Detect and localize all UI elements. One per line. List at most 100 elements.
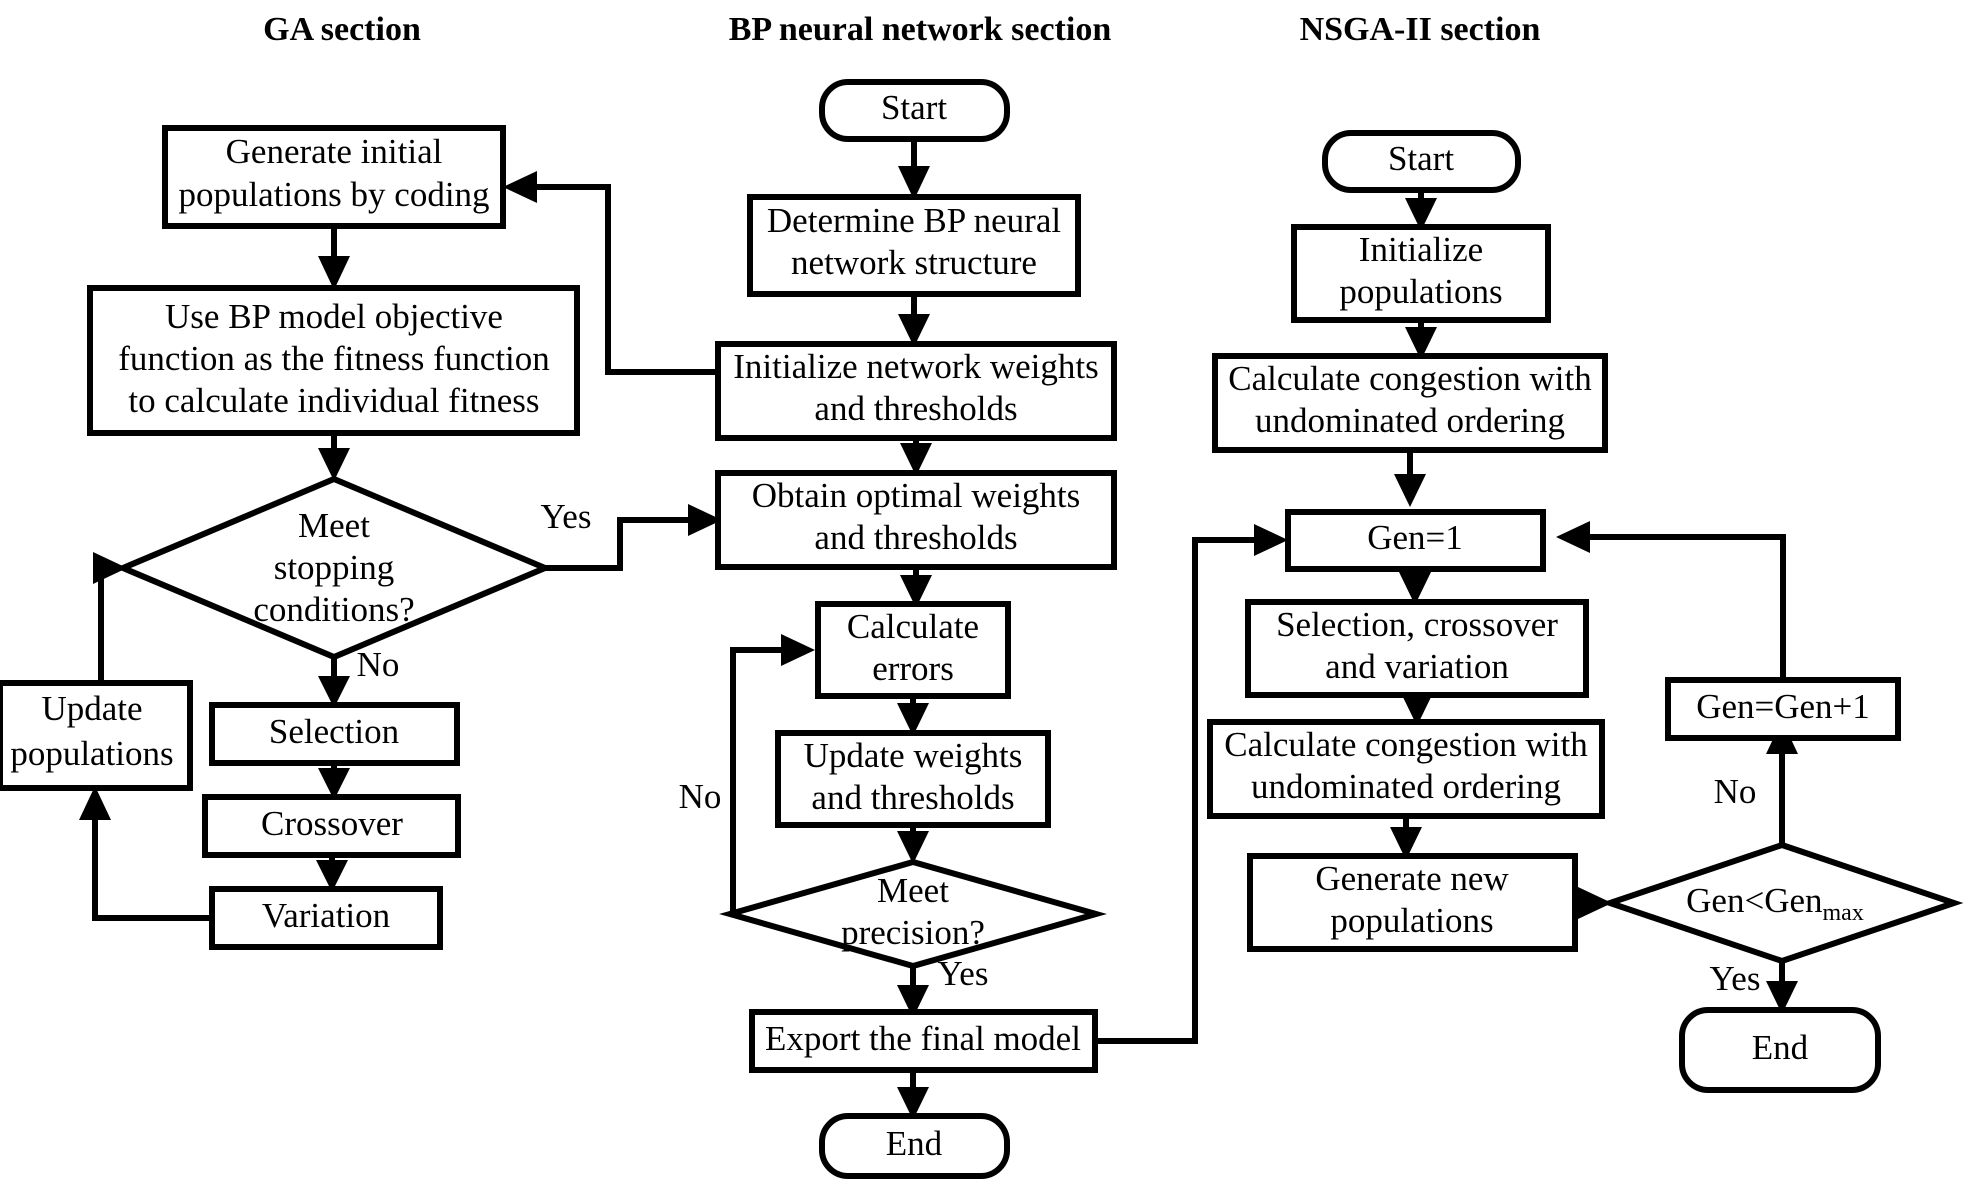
node-ga-meet-line-1: Meet (298, 506, 370, 545)
node-bp-obtain-line-2: and thresholds (814, 518, 1017, 557)
arrowhead-ga-variation-to-update (79, 786, 111, 820)
arrowhead-nsga-gencmp-yes (1766, 981, 1798, 1014)
arrowhead-bp-init-to-obtain (900, 443, 932, 476)
node-ga-meet-line-3: conditions? (253, 590, 414, 629)
node-bp-init-line-1: Initialize network weights (733, 347, 1098, 386)
edge-bp-precision-no-to-calc (730, 647, 793, 917)
node-bp-end[interactable] (819, 1113, 1010, 1179)
node-nsga-congestion2-line-1: Calculate congestion with (1224, 725, 1588, 764)
node-bp-update-weights[interactable] (775, 730, 1051, 828)
node-ga-selection-label: Selection (269, 712, 399, 751)
node-nsga-init-line-2: populations (1339, 272, 1502, 311)
arrowhead-bp-init-to-ga-generate (503, 171, 537, 203)
node-bp-update-line-2: and thresholds (811, 778, 1014, 817)
node-bp-export-final-model[interactable] (749, 1009, 1098, 1073)
node-nsga-congestion1-line-1: Calculate congestion with (1228, 359, 1592, 398)
node-nsga-gencmp-label: Gen<Genmax (1686, 881, 1864, 925)
arrowhead-ga-meet-no (318, 676, 350, 708)
node-nsga-newpop-line-1: Generate new (1315, 859, 1509, 898)
node-ga-crossover-label: Crossover (261, 804, 403, 843)
arrowhead-bp-precision-no (781, 634, 815, 666)
node-ga-fitness-line-2: function as the fitness function (118, 339, 550, 378)
arrowhead-bp-calc-to-update (897, 703, 929, 736)
arrowhead-ga-crossover-to-variation (316, 860, 348, 892)
node-nsga-end-label: End (1752, 1028, 1809, 1067)
arrowhead-bp-precision-yes (897, 985, 929, 1018)
arrowhead-nsga-genplus-to-gen1 (1556, 521, 1590, 553)
node-ga-variation-label: Variation (262, 896, 390, 935)
node-nsga-generate-new-populations[interactable] (1247, 853, 1578, 952)
node-nsga-scv-line-2: and variation (1325, 647, 1509, 686)
node-nsga-scv-line-1: Selection, crossover (1276, 605, 1558, 644)
node-nsga-gen1-label: Gen=1 (1367, 518, 1463, 557)
node-nsga-gencmp-sub: max (1823, 900, 1864, 926)
node-bp-determine[interactable] (747, 194, 1081, 297)
node-bp-calc-line-2: errors (872, 649, 954, 688)
node-nsga-congestion2-line-2: undominated ordering (1251, 767, 1561, 806)
edge-bp-init-to-ga-generate (527, 184, 718, 375)
node-nsga-genplus-label: Gen=Gen+1 (1696, 687, 1870, 726)
node-bp-calc-line-1: Calculate (847, 607, 979, 646)
node-ga-generate-line-2: populations by coding (178, 175, 489, 214)
arrowhead-nsga-init-to-congestion1 (1405, 327, 1437, 360)
arrowhead-nsga-gen1-to-scv (1399, 572, 1431, 605)
arrowhead-nsga-scv-to-congestion2 (1401, 693, 1433, 726)
node-nsga-selection-crossover-variation[interactable] (1245, 599, 1589, 698)
edge-bp-export-to-nsga-gen1 (1095, 537, 1265, 1044)
node-nsga-newpop-line-2: populations (1330, 901, 1493, 940)
edge-ga-variation-to-update (92, 808, 212, 921)
arrowhead-nsga-newpop-to-gencmp (1578, 887, 1612, 919)
arrowhead-bp-update-to-precision (897, 831, 929, 864)
node-ga-generate-line-1: Generate initial (226, 132, 443, 171)
node-bp-init-weights[interactable] (715, 341, 1117, 441)
node-nsga-end[interactable] (1679, 1007, 1881, 1093)
node-nsga-gen-equals-1[interactable] (1285, 509, 1546, 572)
node-bp-precision-line-2: precision? (841, 913, 985, 952)
node-ga-variation[interactable] (209, 886, 443, 950)
node-ga-fitness-line-1: Use BP model objective (165, 297, 503, 336)
node-ga-fitness-line-3: to calculate individual fitness (128, 381, 539, 420)
edge-label-ga-meet-yes: Yes (541, 497, 592, 536)
node-ga-update-populations[interactable] (0, 680, 193, 791)
node-nsga-congestion1-line-2: undominated ordering (1255, 401, 1565, 440)
node-ga-meet-line-2: stopping (274, 548, 395, 587)
arrowhead-bp-start-to-determine (898, 166, 930, 200)
arrowhead-ga-meet-yes (688, 504, 722, 536)
edge-label-bp-precision-no: No (679, 777, 722, 816)
arrowhead-ga-fitness-to-meet (318, 448, 350, 481)
edge-ga-meet-yes-to-bp-obtain (545, 517, 700, 571)
arrowhead-ga-generate-to-fitness (318, 256, 350, 290)
node-nsga-congestion-2[interactable] (1207, 719, 1605, 819)
edge-ga-update-to-meet (98, 565, 105, 683)
node-bp-obtain-line-1: Obtain optimal weights (752, 476, 1081, 515)
arrowhead-bp-export-to-gen1 (1254, 524, 1288, 556)
node-nsga-init-line-1: Initialize (1359, 230, 1483, 269)
node-bp-update-line-1: Update weights (804, 736, 1023, 775)
node-bp-init-line-2: and thresholds (814, 389, 1017, 428)
arrowhead-bp-export-to-end (897, 1087, 929, 1120)
edge-label-nsga-gencmp-no: No (1714, 772, 1757, 811)
edge-nsga-genplus-to-gen1 (1580, 534, 1786, 680)
node-nsga-start-label: Start (1388, 139, 1454, 178)
node-bp-determine-line-2: network structure (791, 243, 1037, 282)
node-bp-obtain-weights[interactable] (715, 470, 1117, 570)
node-bp-precision-line-1: Meet (877, 871, 949, 910)
section-title-ga: GA section (263, 11, 421, 48)
node-ga-fitness[interactable] (87, 285, 580, 436)
edge-label-ga-meet-no: No (357, 645, 400, 684)
arrowhead-bp-determine-to-init (898, 314, 930, 347)
node-bp-start-label: Start (881, 88, 947, 127)
node-ga-update-line-1: Update (41, 689, 142, 728)
node-ga-selection[interactable] (209, 702, 460, 766)
node-bp-export-label: Export the final model (765, 1019, 1081, 1058)
node-ga-update-line-2: populations (10, 734, 173, 773)
section-title-nsga: NSGA-II section (1300, 11, 1541, 48)
arrowhead-ga-update-to-meet (93, 552, 127, 584)
arrowhead-nsga-congestion1-to-gen1 (1394, 474, 1426, 507)
edge-label-bp-precision-yes: Yes (938, 954, 989, 993)
node-bp-calculate-errors[interactable] (815, 601, 1011, 699)
arrowhead-nsga-start-to-init (1405, 198, 1437, 231)
section-title-bp: BP neural network section (729, 11, 1112, 48)
